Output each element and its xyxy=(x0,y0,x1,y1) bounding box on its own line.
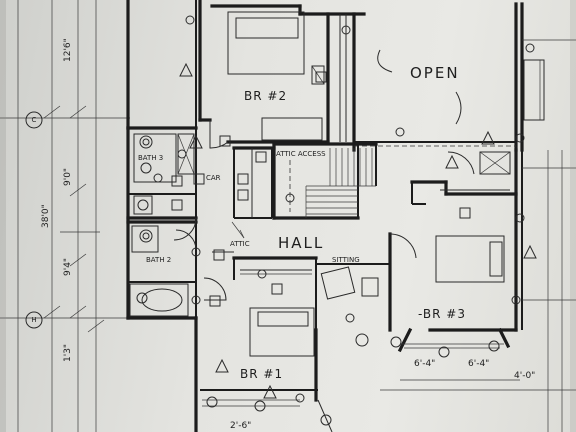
dim-6-4-right: 6'-4" xyxy=(468,359,489,369)
callout-markers xyxy=(153,15,535,426)
car-area-walls xyxy=(232,146,276,219)
right-dimension-lines xyxy=(380,150,576,432)
grid-bubble-h xyxy=(25,311,43,329)
dim-9-4: 9'4" xyxy=(63,258,73,276)
sitting-walls xyxy=(316,232,417,332)
br1-bed xyxy=(249,307,315,357)
br2-bed xyxy=(227,11,323,141)
grid-bubble-c xyxy=(25,111,43,129)
room-label-br3: -BR #3 xyxy=(418,307,466,321)
label-attic-access: ATTIC ACCESS xyxy=(276,150,326,158)
room-label-br2: BR #2 xyxy=(244,89,287,103)
open-area-marks xyxy=(377,39,576,125)
dim-4-0: 4'-0" xyxy=(514,371,535,381)
label-attic: ATTIC xyxy=(230,240,250,248)
triangle-tags xyxy=(179,62,537,399)
hall-marks xyxy=(173,217,245,253)
room-label-sitting: SITTING xyxy=(332,256,360,264)
square-tags xyxy=(171,71,471,307)
bath2-walls xyxy=(126,220,198,317)
exterior-walls xyxy=(126,0,524,432)
stair-walls xyxy=(272,142,378,220)
br2-walls xyxy=(198,12,516,152)
br1-window-marks xyxy=(202,399,333,432)
br2-door-swing xyxy=(209,120,229,149)
room-label-br1: BR #1 xyxy=(240,367,283,381)
stair-treads xyxy=(289,148,376,218)
grid-label-h: H xyxy=(31,316,36,324)
room-label-bath2: BATH 2 xyxy=(146,256,171,264)
bath3-fixtures xyxy=(133,135,153,215)
br2-closet xyxy=(311,65,325,85)
grid-label-c: C xyxy=(32,116,37,124)
dim-38-0: 38'0" xyxy=(41,204,51,228)
bath3-walls xyxy=(126,126,198,220)
br1-walls xyxy=(200,256,318,402)
room-label-car: CAR xyxy=(206,174,221,182)
dim-6-4-left: 6'-4" xyxy=(414,359,435,369)
br1-door-swing xyxy=(203,277,227,301)
room-label-open: OPEN xyxy=(410,64,460,82)
dim-2-6: 2'-6" xyxy=(230,421,251,431)
dim-12-6: 12'6" xyxy=(63,38,73,62)
dim-1-3: 1'3" xyxy=(63,344,73,362)
br3-bed xyxy=(435,235,505,283)
room-label-hall: HALL xyxy=(278,234,324,252)
room-label-bath3: BATH 3 xyxy=(138,154,163,162)
br3-walls xyxy=(410,151,518,205)
dim-9-0: 9'0" xyxy=(63,168,73,186)
left-dimension-lines xyxy=(0,0,130,432)
br3-bay-window xyxy=(400,343,504,349)
